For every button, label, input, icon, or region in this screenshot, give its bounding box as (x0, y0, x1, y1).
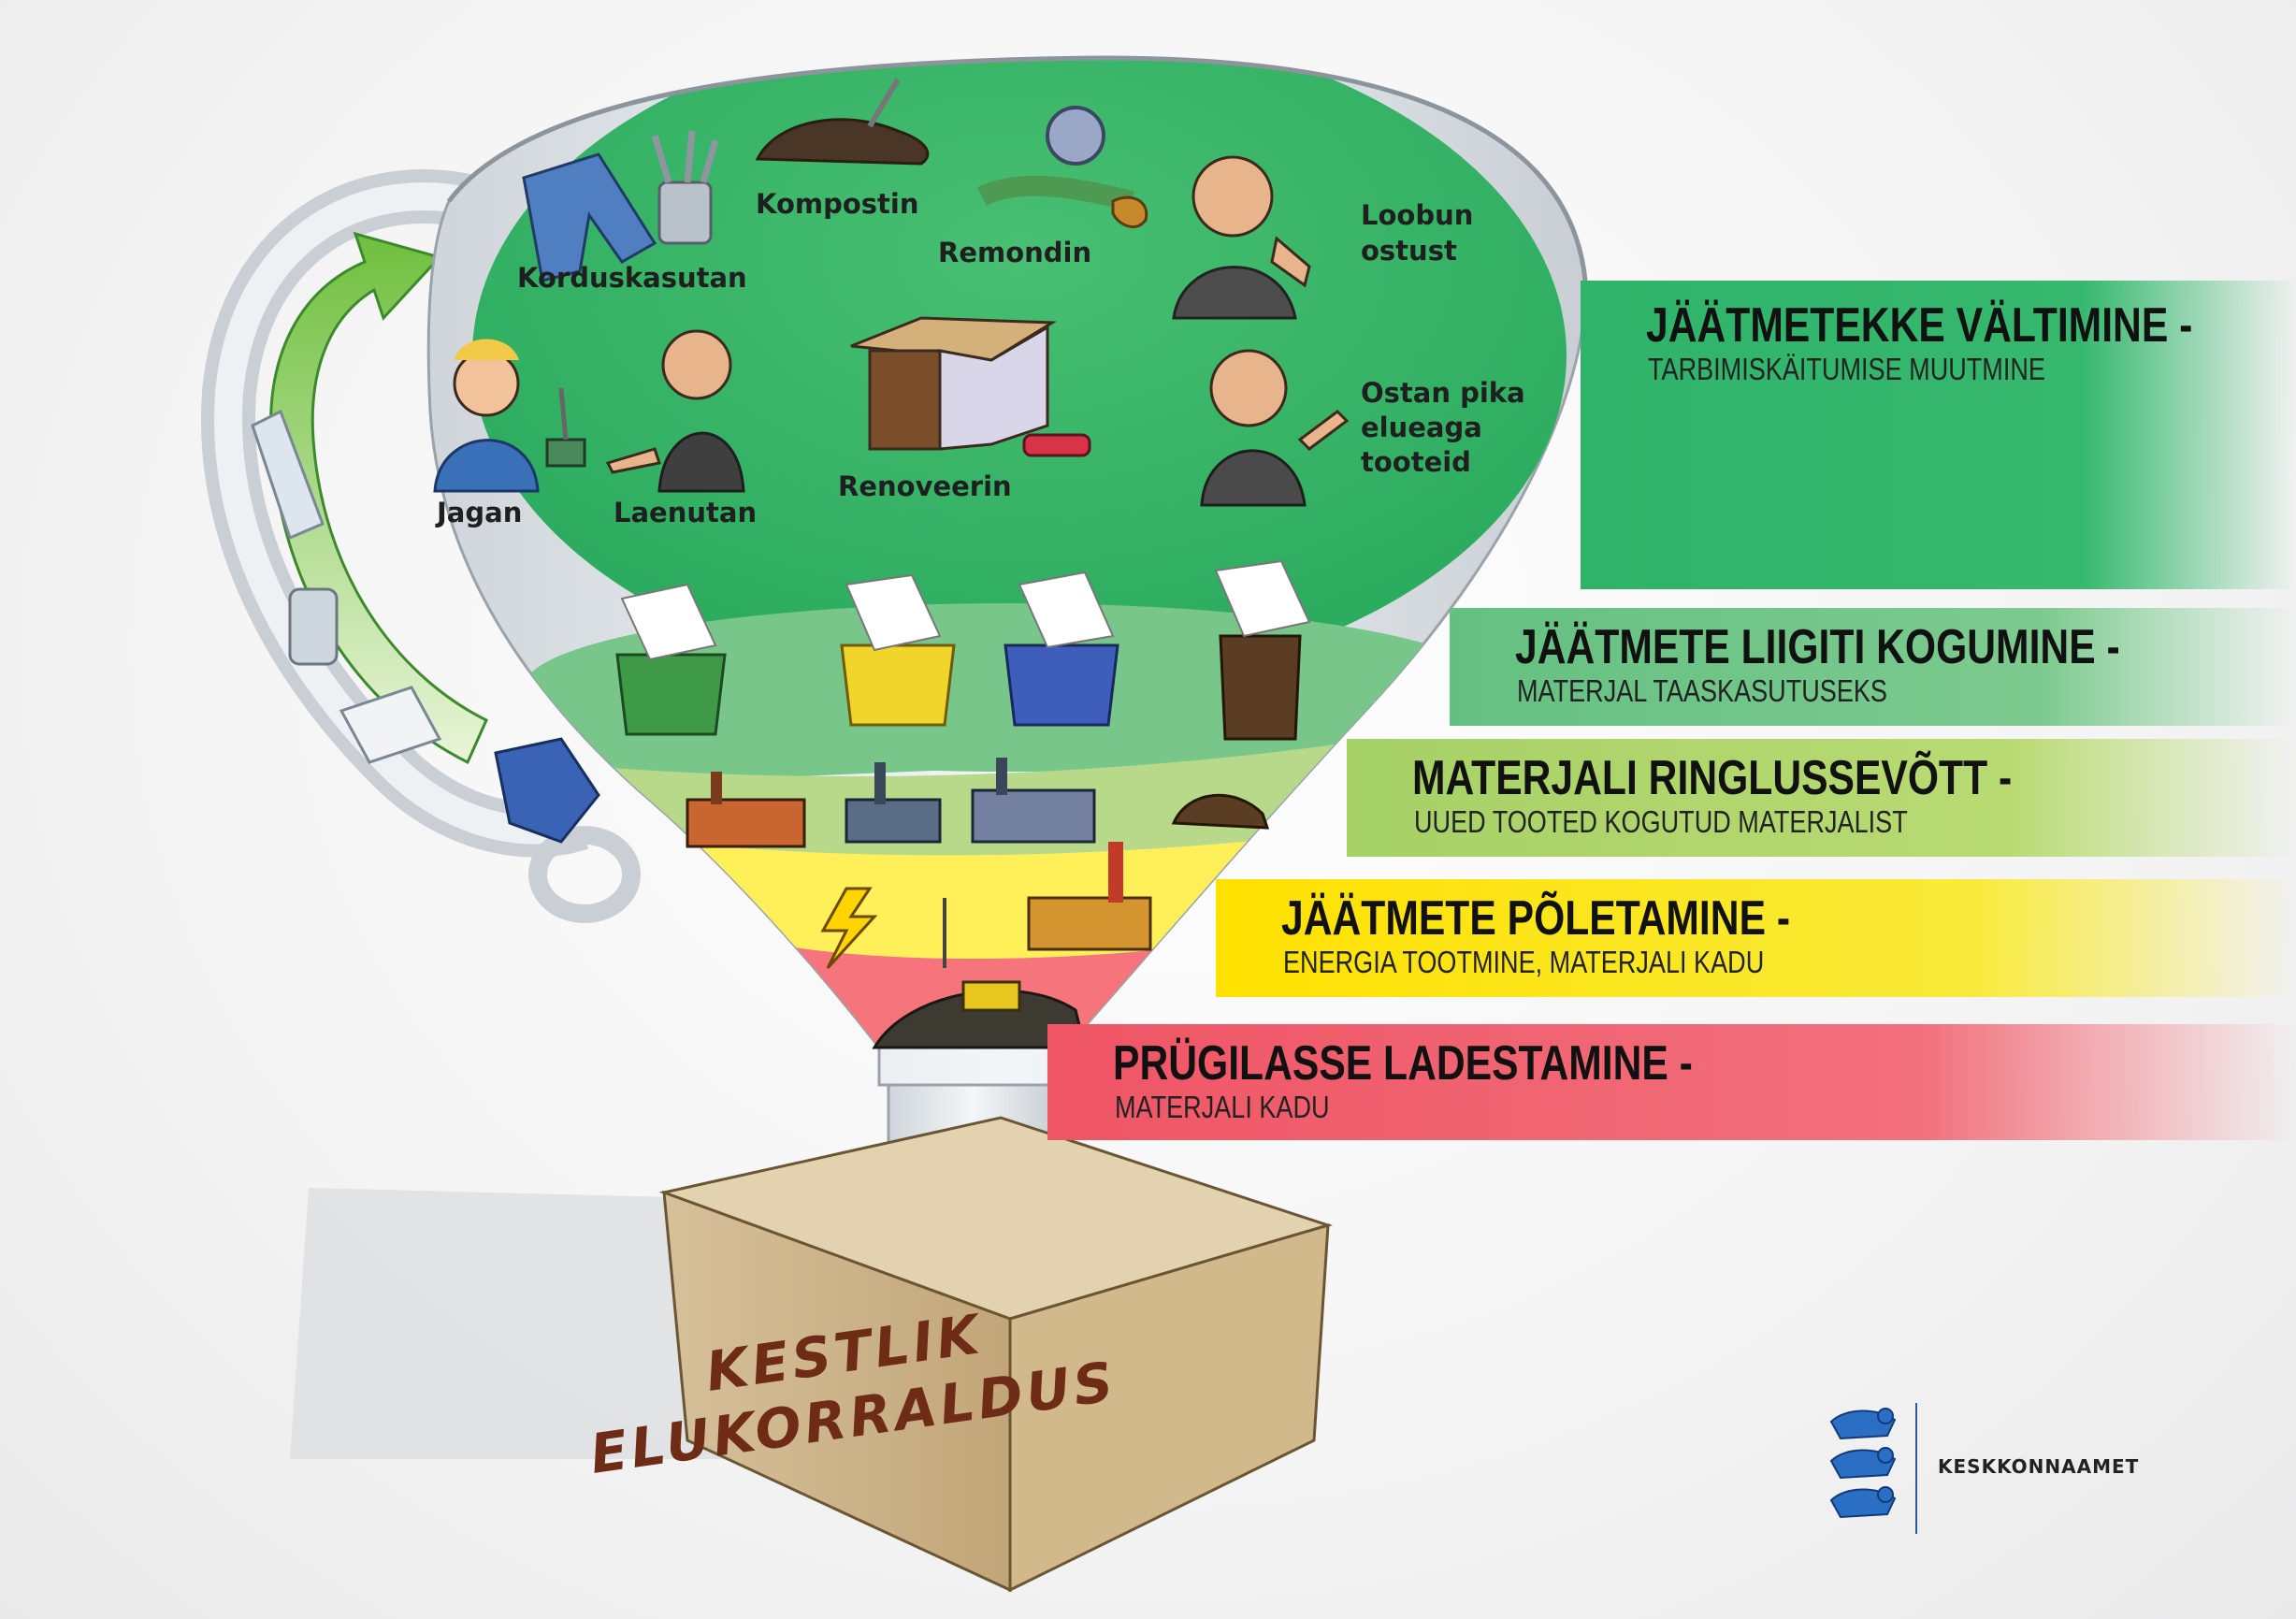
level-prevention: JÄÄTMETEKKE VÄLTIMINE - TARBIMISKÄITUMIS… (1581, 281, 2296, 589)
landfill-bulldozer-icon (872, 980, 1087, 1049)
label-compost: Kompostin (756, 188, 919, 220)
agency-name: KESKKONNAAMET (1938, 1455, 2140, 1478)
label-long-life-1: Ostan pika (1361, 377, 1525, 409)
level-separate-collection: JÄÄTMETE LIIGITI KOGUMINE - MATERJAL TAA… (1450, 608, 2296, 726)
label-refuse-1: Loobun (1361, 199, 1473, 231)
level-separate-collection-subtitle: MATERJAL TAASKASUTUSEKS (1517, 673, 1887, 708)
label-long-life-3: tooteid (1361, 446, 1471, 478)
blue-bin-icon (1004, 571, 1119, 727)
level-landfill-title: PRÜGILASSE LADESTAMINE - (1113, 1036, 1693, 1091)
level-recycling-title: MATERJALI RINGLUSSEVÕTT - (1412, 751, 2013, 805)
cup-rim (447, 55, 1588, 282)
can-icon (288, 587, 339, 666)
brown-bin-icon (1214, 559, 1311, 741)
logo-separator (1915, 1403, 1917, 1534)
level-recycling: MATERJALI RINGLUSSEVÕTT - UUED TOOTED KO… (1347, 739, 2296, 857)
level-incineration-subtitle: ENERGIA TOOTMINE, MATERJALI KADU (1283, 945, 1765, 979)
bottle-icon (251, 409, 325, 541)
compost-heap-icon (1171, 793, 1270, 830)
level-incineration: JÄÄTMETE PÕLETAMINE - ENERGIA TOOTMINE, … (1216, 879, 2296, 997)
level-landfill-subtitle: MATERJALI KADU (1115, 1090, 1330, 1124)
level-recycling-subtitle: UUED TOOTED KOGUTUD MATERJALIST (1414, 804, 1908, 839)
lightning-icon (820, 887, 878, 970)
three-lions-coat-of-arms-icon (1829, 1408, 1897, 1519)
factory-1-icon (686, 772, 806, 848)
label-repair: Remondin (938, 237, 1091, 268)
yellow-bin-icon (840, 573, 956, 727)
sweater-icon (494, 737, 600, 844)
level-incineration-title: JÄÄTMETE PÕLETAMINE - (1281, 891, 1791, 946)
level-prevention-subtitle: TARBIMISKÄITUMISE MUUTMINE (1648, 352, 2045, 386)
man-lending-icon (605, 329, 745, 493)
woman-with-drill-icon (433, 339, 586, 493)
compost-pile-icon (755, 78, 930, 166)
label-reuse: Korduskasutan (517, 262, 747, 294)
man-long-life-products-icon (1200, 349, 1350, 507)
green-bin-icon (615, 583, 727, 736)
renovated-cabinet-icon (850, 316, 1091, 457)
power-plant-icon (943, 842, 1152, 968)
paper-stack-icon (339, 686, 442, 764)
jeans-icon (522, 152, 657, 282)
level-separate-collection-title: JÄÄTMETE LIIGITI KOGUMINE - (1515, 620, 2120, 674)
label-share: Jagan (435, 497, 522, 528)
label-lend: Laenutan (614, 497, 757, 528)
refusing-man-icon (1172, 155, 1311, 320)
level-prevention-title: JÄÄTMETEKKE VÄLTIMINE - (1646, 298, 2193, 353)
label-long-life-2: elueaga (1361, 412, 1482, 443)
hose-repair-icon (977, 106, 1148, 229)
cup-handle-highlight (214, 182, 585, 845)
factory-3-icon (971, 758, 1096, 844)
agency-logo: KESKKONNAAMET (1822, 1403, 2138, 1534)
factory-2-icon (845, 762, 942, 844)
label-refuse-2: ostust (1361, 235, 1457, 267)
label-renovate: Renoveerin (838, 470, 1012, 502)
cup-lower-ring (528, 826, 641, 923)
pedestal-right (1008, 1222, 1330, 1593)
cutlery-can-icon (651, 130, 719, 245)
level-landfill: PRÜGILASSE LADESTAMINE - MATERJALI KADU (1047, 1024, 2296, 1140)
